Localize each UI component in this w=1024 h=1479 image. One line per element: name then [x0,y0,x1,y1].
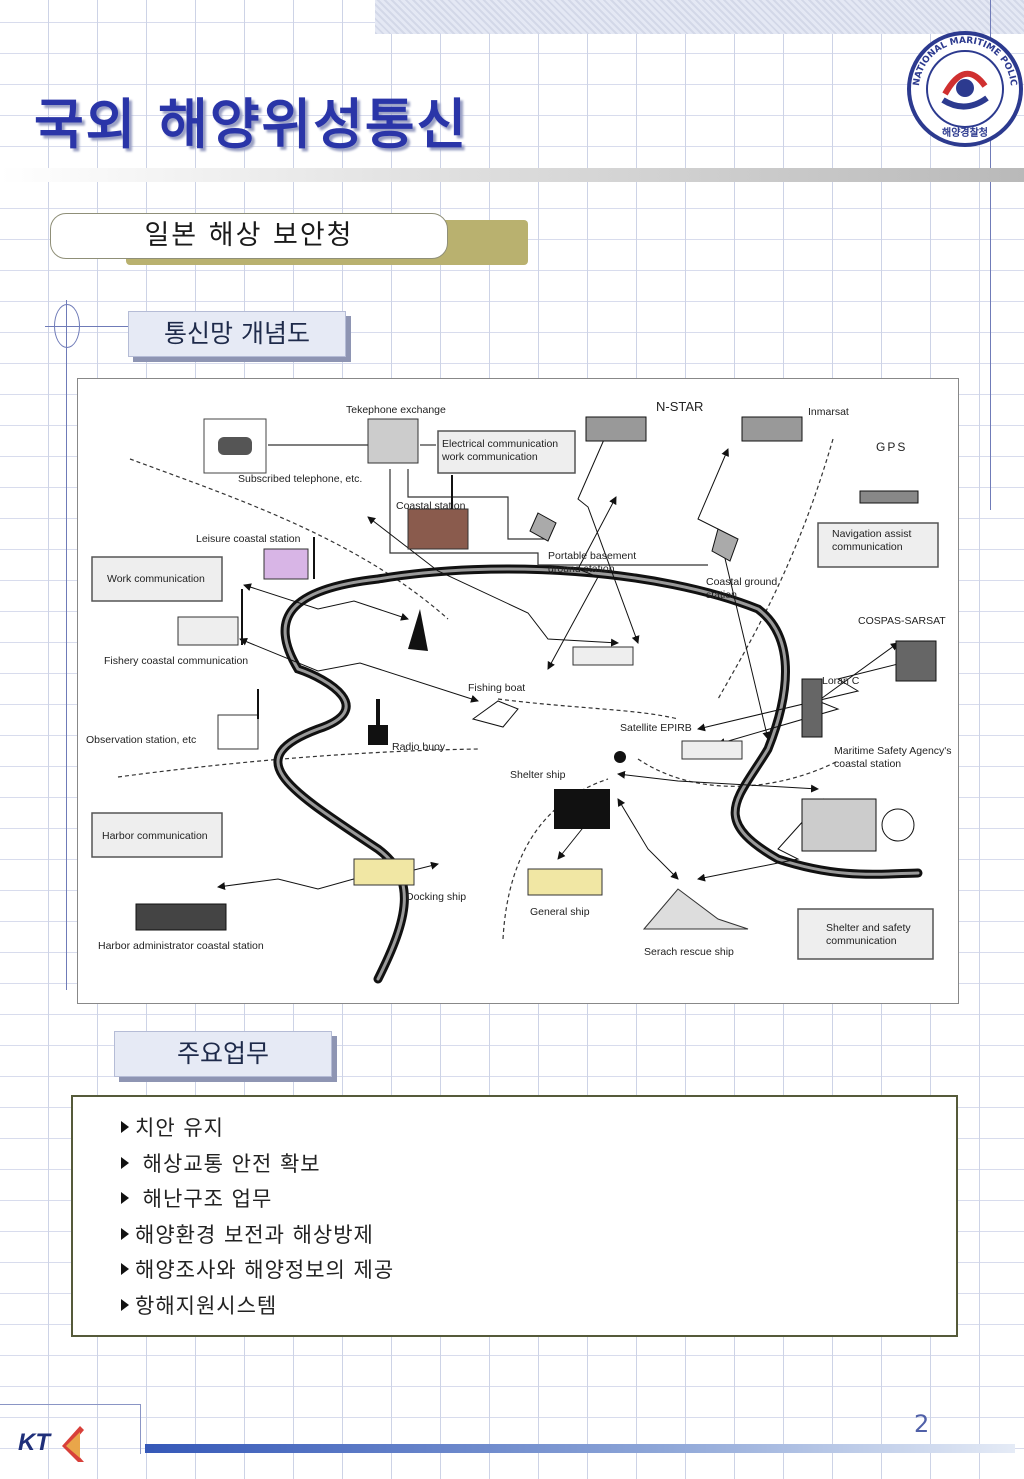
list-item: 해난구조 업무 [121,1184,956,1220]
label-observation-station: Observation station, etc [86,734,196,746]
label-coastal-ground: Coastal ground [706,576,777,588]
label-telephone-exchange: Tekephone exchange [346,404,446,416]
fishing-boat-icon [471,700,519,728]
label-portable-basement: Portable basement [548,550,636,562]
label-loran-c: Loran C [822,675,860,687]
decorative-line [45,326,128,327]
label-satellite-epirb: Satellite EPIRB [620,722,692,734]
footer-rule [140,1404,141,1454]
sailboat-icon [408,609,428,651]
navigation-assist-box [817,522,939,568]
list-item: 해상교통 안전 확보 [121,1149,956,1185]
decorative-line [66,300,67,990]
network-concept-diagram: Tekephone exchange Subscribed telephone,… [77,378,959,1004]
docking-ship-icon [353,858,415,886]
work-comm-box [91,556,223,602]
inmarsat-satellite-icon [741,416,803,442]
general-ship-icon [527,868,603,896]
harbor-admin-station-icon [135,903,227,931]
label-maritime-safety-2: coastal station [834,758,901,770]
label-radio-buoy: Radio buoy [392,741,446,753]
search-rescue-ship-icon [642,888,749,930]
label-search-rescue: Serach rescue ship [644,946,734,958]
shelter-safety-box [797,908,934,960]
exchange-building-icon [367,418,419,464]
label-harbor-communication: Harbor communication [102,830,208,842]
label-navigation-assist: Navigation assist [832,528,911,540]
observation-station-icon [217,714,259,750]
logo-korean-text: 해양경찰청 [942,126,988,139]
bullet-arrow-icon [121,1156,129,1169]
label-fishery-coastal: Fishery coastal communication [104,655,248,667]
leisure-station-icon [263,548,309,580]
label-work-communication: Work communication [107,573,205,585]
maritime-safety-station-icon [801,798,877,852]
list-item: 해양환경 보전과 해상방제 [121,1220,956,1256]
loran-tower-icon [801,678,823,738]
kt-logo-text: KT [18,1429,52,1456]
label-cospas-sarsat: COSPAS-SARSAT [858,615,946,627]
coastal-station-building-icon [407,508,469,550]
label-maritime-safety: Maritime Safety Agency's [834,745,952,757]
label-shelter-safety-2: communication [826,935,897,947]
epirb-icon [614,751,626,763]
list-item: 해양조사와 해양정보의 제공 [121,1255,956,1291]
coastal-ground-antenna-icon [711,528,739,562]
list-item: 항해지원시스템 [121,1291,956,1327]
header-divider-bar [0,168,1024,182]
patrol-ship-icon [572,646,634,666]
page-number: 2 [914,1410,930,1438]
label-inmarsat: Inmarsat [808,406,849,418]
page-title: 국외 해양위성통신 [34,93,469,156]
label-shelter-ship: Shelter ship [510,769,566,781]
fishery-station-icon [177,616,239,646]
radar-dish-icon [881,808,915,842]
kt-logo: KT [18,1426,84,1462]
footer-rule [0,1404,140,1405]
section-subtitle: 일본 해상 보안청 [50,213,448,259]
bullet-arrow-icon [121,1121,129,1133]
label-subscribed-telephone: Subscribed telephone, etc. [238,473,362,485]
list-item: 치안 유지 [121,1113,956,1149]
label-coastal-ground-2: station [706,589,737,601]
rescue-ship-icon [681,740,743,760]
tasks-label: 주요업무 [114,1031,332,1077]
network-diagram-label: 통신망 개념도 [128,311,346,357]
bullet-arrow-icon [121,1263,129,1275]
nstar-satellite-icon [585,416,647,442]
label-portable-basement-2: ground station [548,563,615,575]
label-gps: GPS [876,440,907,454]
top-pattern-band [375,0,1024,34]
label-shelter-safety: Shelter and safety [826,922,911,934]
gps-satellite-icon [859,490,919,504]
label-coastal-station: Coastal station [396,500,466,512]
label-docking-ship: Docking ship [406,891,466,903]
tasks-box: 치안 유지 해상교통 안전 확보 해난구조 업무 해양환경 보전과 해상방제 해… [71,1095,958,1337]
bullet-arrow-icon [121,1192,129,1204]
label-general-ship: General ship [530,906,590,918]
electrical-comm-box [437,430,576,474]
diagram-canvas: Tekephone exchange Subscribed telephone,… [86,399,952,984]
label-fishing-boat: Fishing boat [468,682,525,694]
portable-antenna-icon [529,512,557,542]
maritime-police-logo: NATIONAL MARITIME POLICE AGENCY 해양경찰청 [905,28,1023,147]
bullet-arrow-icon [121,1298,129,1311]
label-leisure-coastal-station: Leisure coastal station [196,533,301,545]
bullet-arrow-icon [121,1227,129,1240]
harbor-comm-box [91,812,223,858]
cospas-satellite-icon [895,640,937,682]
label-nstar: N-STAR [656,399,703,414]
shelter-ship-icon [554,789,610,829]
tasks-list: 치안 유지 해상교통 안전 확보 해난구조 업무 해양환경 보전과 해상방제 해… [73,1097,956,1326]
right-vertical-rule [990,0,991,510]
label-electrical-comm: Electrical communication [442,438,558,450]
footer-gradient-bar [145,1444,1015,1453]
label-navigation-assist-2: communication [832,541,903,553]
label-electrical-comm-2: work communication [441,451,538,463]
label-harbor-admin: Harbor administrator coastal station [98,940,264,952]
